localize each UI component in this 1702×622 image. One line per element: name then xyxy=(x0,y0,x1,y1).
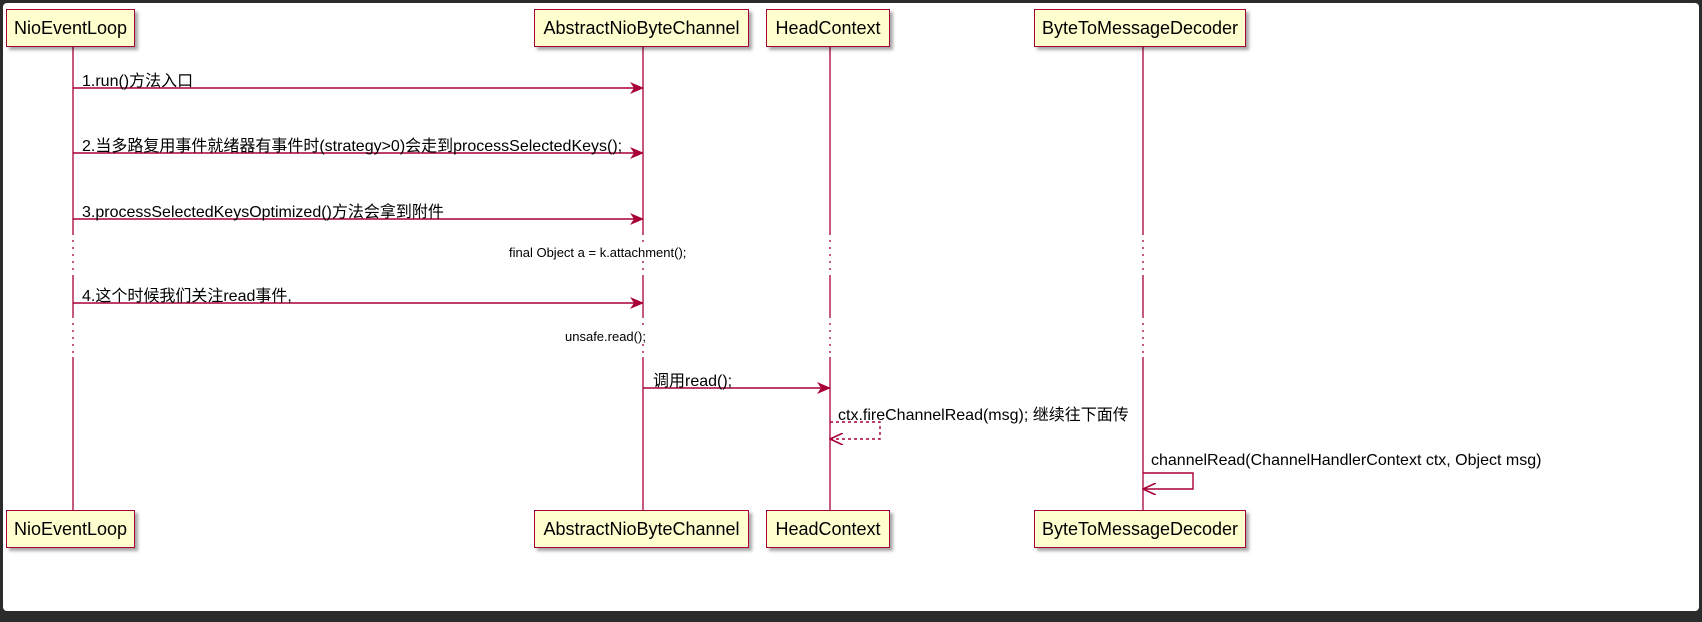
diagram-canvas: NioEventLoop AbstractNioByteChannel Head… xyxy=(3,3,1699,611)
participant-tail-abstractniobytechannel: AbstractNioByteChannel xyxy=(534,510,749,548)
sequence-diagram-lines xyxy=(72,47,1194,510)
participant-head-headcontext: HeadContext xyxy=(766,9,890,47)
participant-tail-headcontext: HeadContext xyxy=(766,510,890,548)
participant-tail-nioeventloop: NioEventLoop xyxy=(6,510,135,548)
message-label-1: 1.run()方法入口 xyxy=(82,73,194,90)
divider-note-unsafe-read: unsafe.read(); xyxy=(562,329,649,344)
participant-head-bytetomessagedecoder: ByteToMessageDecoder xyxy=(1034,9,1246,47)
divider-note-attachment: final Object a = k.attachment(); xyxy=(506,245,690,260)
participant-head-nioeventloop: NioEventLoop xyxy=(6,9,135,47)
self-call-arrow-channel-read xyxy=(1143,472,1194,489)
message-label-channel-read: channelRead(ChannelHandlerContext ctx, O… xyxy=(1151,452,1542,469)
participant-head-abstractniobytechannel: AbstractNioByteChannel xyxy=(534,9,749,47)
message-label-read-call: 调用read(); xyxy=(653,373,733,390)
participant-tail-bytetomessagedecoder: ByteToMessageDecoder xyxy=(1034,510,1246,548)
message-label-2: 2.当多路复用事件就绪器有事件时(strategy>0)会走到processSe… xyxy=(82,138,623,155)
message-label-4: 4.这个时候我们关注read事件, xyxy=(82,288,292,305)
message-label-fire-channel-read: ctx.fireChannelRead(msg); 继续往下面传 xyxy=(838,407,1129,424)
self-call-arrow-fire-channel-read xyxy=(830,421,881,439)
message-label-3: 3.processSelectedKeysOptimized()方法会拿到附件 xyxy=(82,204,444,221)
